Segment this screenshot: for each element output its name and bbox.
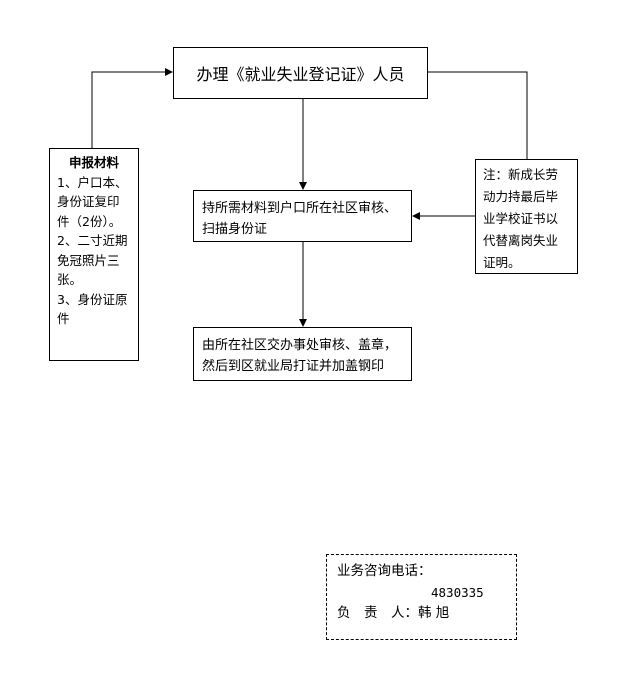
step1-box: 持所需材料到户口所在社区审核、扫描身份证 xyxy=(193,190,412,242)
title-text: 办理《就业失业登记证》人员 xyxy=(196,65,405,84)
contact-label: 业务咨询电话： xyxy=(337,563,432,579)
line-title-to-note xyxy=(428,71,528,159)
step2-text: 由所在社区交办事处审核、盖章，然后到区就业局打证并加盖钢印 xyxy=(202,338,398,374)
materials-item: 2、二寸近期免冠照片三张。 xyxy=(57,233,128,287)
materials-item: 1、户口本、身份证复印件（2份）。 xyxy=(57,174,128,229)
contact-phone: 4830335 xyxy=(431,585,484,600)
note-text: 注：新成长劳动力持最后毕业学校证书以代替离岗失业证明。 xyxy=(483,167,559,270)
materials-box: 申报材料 1、户口本、身份证复印件（2份）。 2、二寸近期免冠照片三张。 3、身… xyxy=(49,148,139,361)
step1-text: 持所需材料到户口所在社区审核、扫描身份证 xyxy=(202,201,398,237)
contact-person-row: 负 责 人：韩 旭 xyxy=(337,603,506,624)
title-box: 办理《就业失业登记证》人员 xyxy=(173,47,428,99)
materials-item: 3、身份证原件 xyxy=(57,291,128,327)
contact-person-name: 韩 旭 xyxy=(418,605,450,621)
contact-person-label: 负 责 人： xyxy=(337,605,418,621)
note-box: 注：新成长劳动力持最后毕业学校证书以代替离岗失业证明。 xyxy=(475,159,578,274)
step2-box: 由所在社区交办事处审核、盖章，然后到区就业局打证并加盖钢印 xyxy=(193,327,412,381)
contact-box: 业务咨询电话： 4830335 负 责 人：韩 旭 xyxy=(326,554,517,640)
materials-heading: 申报材料 xyxy=(68,155,119,170)
arrow-materials-to-title xyxy=(91,68,173,148)
